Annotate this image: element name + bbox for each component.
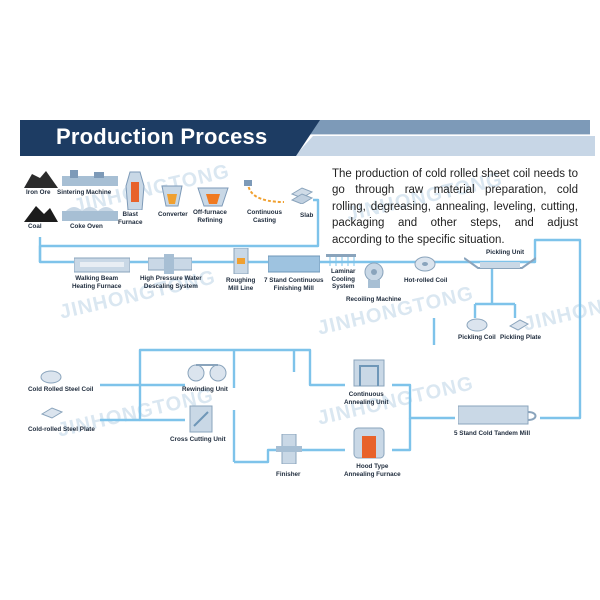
cold-rolled-plate-label: Cold-rolled Steel Plate [28,426,95,433]
cross-cutting-unit-label: Cross Cutting Unit [170,436,226,443]
sintering-machine-label: Sintering Machine [57,189,112,196]
off-furnace-refining-icon [197,187,229,207]
coal-icon [24,206,58,222]
finisher-label: Finisher [276,471,301,478]
coal-label: Coal [28,223,42,230]
page-title: Production Process [56,124,268,149]
slab-icon [290,187,314,204]
pickling-coil-icon [466,318,488,332]
off-furnace-refining-label: Off-furnace Refining [193,209,227,224]
blast-furnace-label: Blast Furnace [118,211,143,226]
sintering-machine-icon [62,170,118,186]
blast-furnace-icon [125,171,145,210]
pickling-unit-label: Pickling Unit [486,249,525,256]
walking-beam-label: Walking Beam Heating Furnace [72,275,122,290]
finisher-icon [276,434,302,464]
coke-oven-label: Coke Oven [70,223,103,230]
hood-annealing-label: Hood Type Annealing Furnace [344,463,401,478]
tandem-mill-label: 5 Stand Cold Tandem Mill [454,430,531,437]
continuous-annealing-icon [353,359,385,387]
iron-ore-label: Iron Ore [26,189,51,196]
converter-icon [161,185,183,207]
continuous-casting-label: Continuous Casting [247,209,282,224]
banner-accent [295,136,595,156]
descaling-system-icon [148,254,192,274]
cold-rolled-plate-icon [40,407,64,419]
slab-label: Slab [300,212,314,219]
cold-rolled-coil-icon [40,370,62,384]
pickling-coil-label: Pickling Coil [458,334,496,341]
roughing-mill-label: Roughing Mill Line [226,277,256,292]
recoiling-machine-label: Recoiling Machine [346,296,402,303]
description-text: The production of cold rolled sheet coil… [332,168,578,246]
continuous-casting-icon [244,180,285,203]
laminar-cooling-label: Laminar Cooling System [331,268,356,290]
header-banner: Production Process [20,120,595,156]
hot-rolled-coil-label: Hot-rolled Coil [404,277,448,284]
banner-accent [308,120,590,135]
rewinding-unit-icon [187,364,227,382]
banner-title-bar [20,120,320,156]
walking-beam-furnace-icon [74,257,130,273]
pickling-plate-label: Pickling Plate [500,334,541,341]
finishing-mill-icon [268,255,320,273]
roughing-mill-icon [233,248,249,274]
tandem-mill-icon [458,405,537,425]
converter-label: Converter [158,211,188,218]
hood-annealing-icon [353,427,385,459]
rewinding-unit-label: Rewinding Unit [182,386,228,393]
pickling-unit-icon [464,257,536,269]
iron-ore-icon [24,171,58,188]
recoiling-machine-icon [364,262,384,288]
hot-rolled-coil-icon [414,256,436,272]
pickling-plate-icon [508,319,530,331]
coke-oven-icon [62,207,118,221]
cross-cutting-unit-icon [189,405,213,433]
laminar-cooling-icon [326,254,356,266]
descaling-label: High Pressure Water Descaling System [140,275,202,290]
continuous-annealing-label: Continuous Annealing Unit [344,391,389,406]
cold-rolled-coil-label: Cold Rolled Steel Coil [28,386,94,393]
finishing-mill-label: 7 Stand Continuous Finishing Mill [264,277,324,292]
